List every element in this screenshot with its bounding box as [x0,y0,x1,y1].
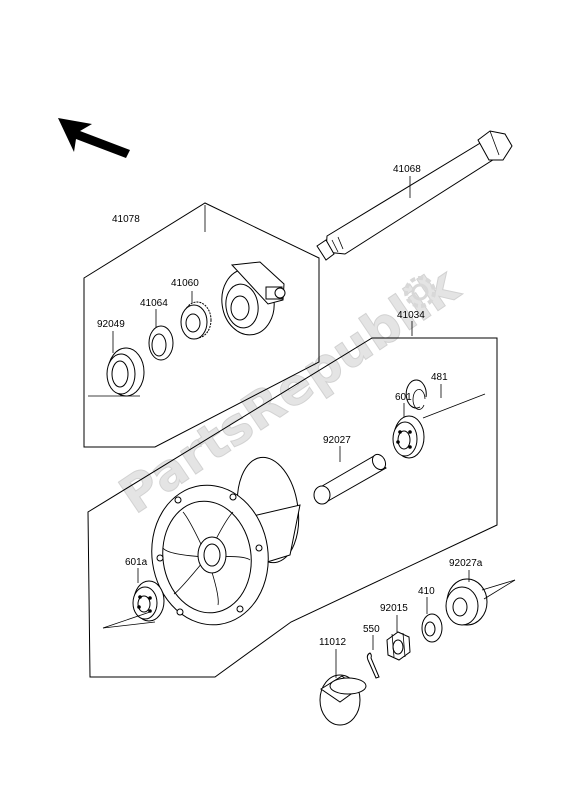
bearing-part [392,415,425,459]
label-601[interactable]: 601 [395,392,412,403]
label-41060[interactable]: 41060 [171,278,199,289]
label-92027[interactable]: 92027 [323,435,351,446]
label-41078[interactable]: 41078 [112,214,140,225]
axis-line-lower-right [481,579,516,591]
label-41034[interactable]: 41034 [397,310,425,321]
speedometer-gear-housing-part [221,261,286,336]
circlip-part [405,379,427,410]
washer-part [421,613,443,643]
gear-retainer-part [148,325,174,361]
wheel-hub-part [151,456,301,626]
axis-line-left-b [102,621,156,629]
axis-line-left [102,611,151,629]
label-92027a[interactable]: 92027a [449,558,483,569]
bearing-left-part [132,580,165,622]
front-direction-arrow-icon [58,118,130,158]
label-41068[interactable]: 41068 [393,164,421,175]
cotter-pin-part [366,652,380,679]
label-481[interactable]: 481 [431,372,448,383]
axis-line-right [422,393,486,419]
hub-assembly-frame [87,337,498,678]
label-92015[interactable]: 92015 [380,603,408,614]
oil-seal-part [106,347,145,397]
speedometer-gear-frame [83,202,320,448]
spacer-part [313,453,387,505]
label-92049[interactable]: 92049 [97,319,125,330]
hub-cap-part [319,674,367,726]
label-41064[interactable]: 41064 [140,298,168,309]
label-410[interactable]: 410 [418,586,435,597]
label-601a[interactable]: 601a [125,557,148,568]
axle-nut-part [386,631,411,661]
speedometer-gear-part [180,301,212,340]
axle-part [316,130,513,261]
label-11012[interactable]: 11012 [319,637,347,648]
axis-line-lower-right-b [483,579,516,600]
label-550[interactable]: 550 [363,624,380,635]
gear-icon [404,276,436,308]
collar-part [445,578,488,626]
